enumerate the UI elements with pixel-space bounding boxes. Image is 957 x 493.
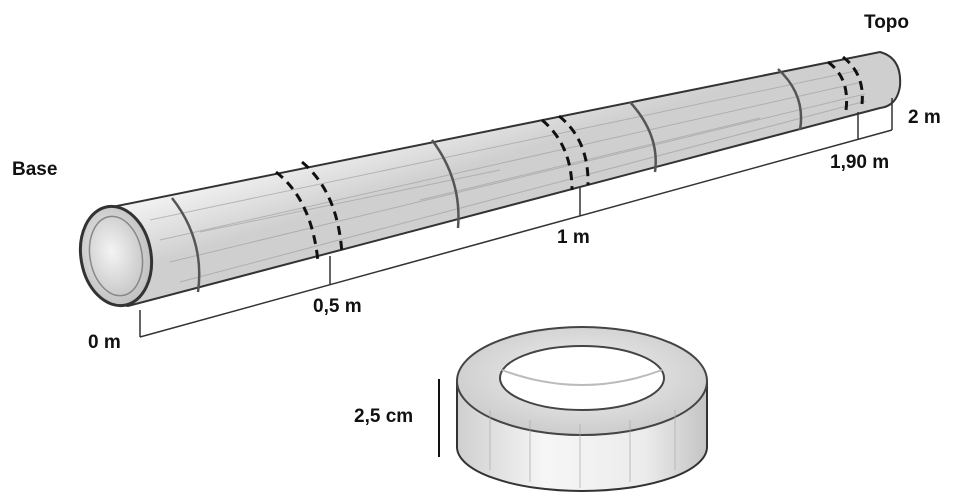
scale-baseline (139, 129, 893, 338)
node-1 (171, 197, 201, 293)
ring-hole-inner-wall (501, 369, 663, 386)
ring-sample (438, 326, 708, 492)
node-4 (777, 68, 803, 131)
label-1m: 1 m (557, 227, 590, 248)
cut-1m-left (541, 118, 574, 191)
cut-190m-left (827, 60, 849, 111)
base-cut-face-inner (88, 215, 144, 297)
label-2m: 2 m (908, 107, 941, 128)
ring-hole (499, 345, 665, 411)
cut-0-5m-left (275, 170, 320, 263)
sampling-cuts (275, 55, 864, 263)
cut-190m-right (842, 55, 864, 105)
label-base: Base (12, 159, 58, 180)
measurement-scale (139, 98, 893, 338)
cut-0-5m-right (301, 160, 344, 255)
node-2 (430, 139, 460, 229)
bamboo-culm (78, 50, 902, 308)
label-0m: 0 m (88, 332, 121, 353)
cut-1m-right (558, 114, 590, 186)
culm-nodes (171, 68, 803, 293)
label-0-5m: 0,5 m (313, 296, 362, 317)
node-3 (629, 101, 657, 173)
label-topo: Topo (864, 12, 910, 33)
culm-body (82, 50, 902, 308)
culm-grain (149, 69, 867, 283)
label-ring-height: 2,5 cm (354, 406, 414, 427)
label-1-90m: 1,90 m (830, 152, 890, 173)
ring-grain (489, 410, 676, 488)
